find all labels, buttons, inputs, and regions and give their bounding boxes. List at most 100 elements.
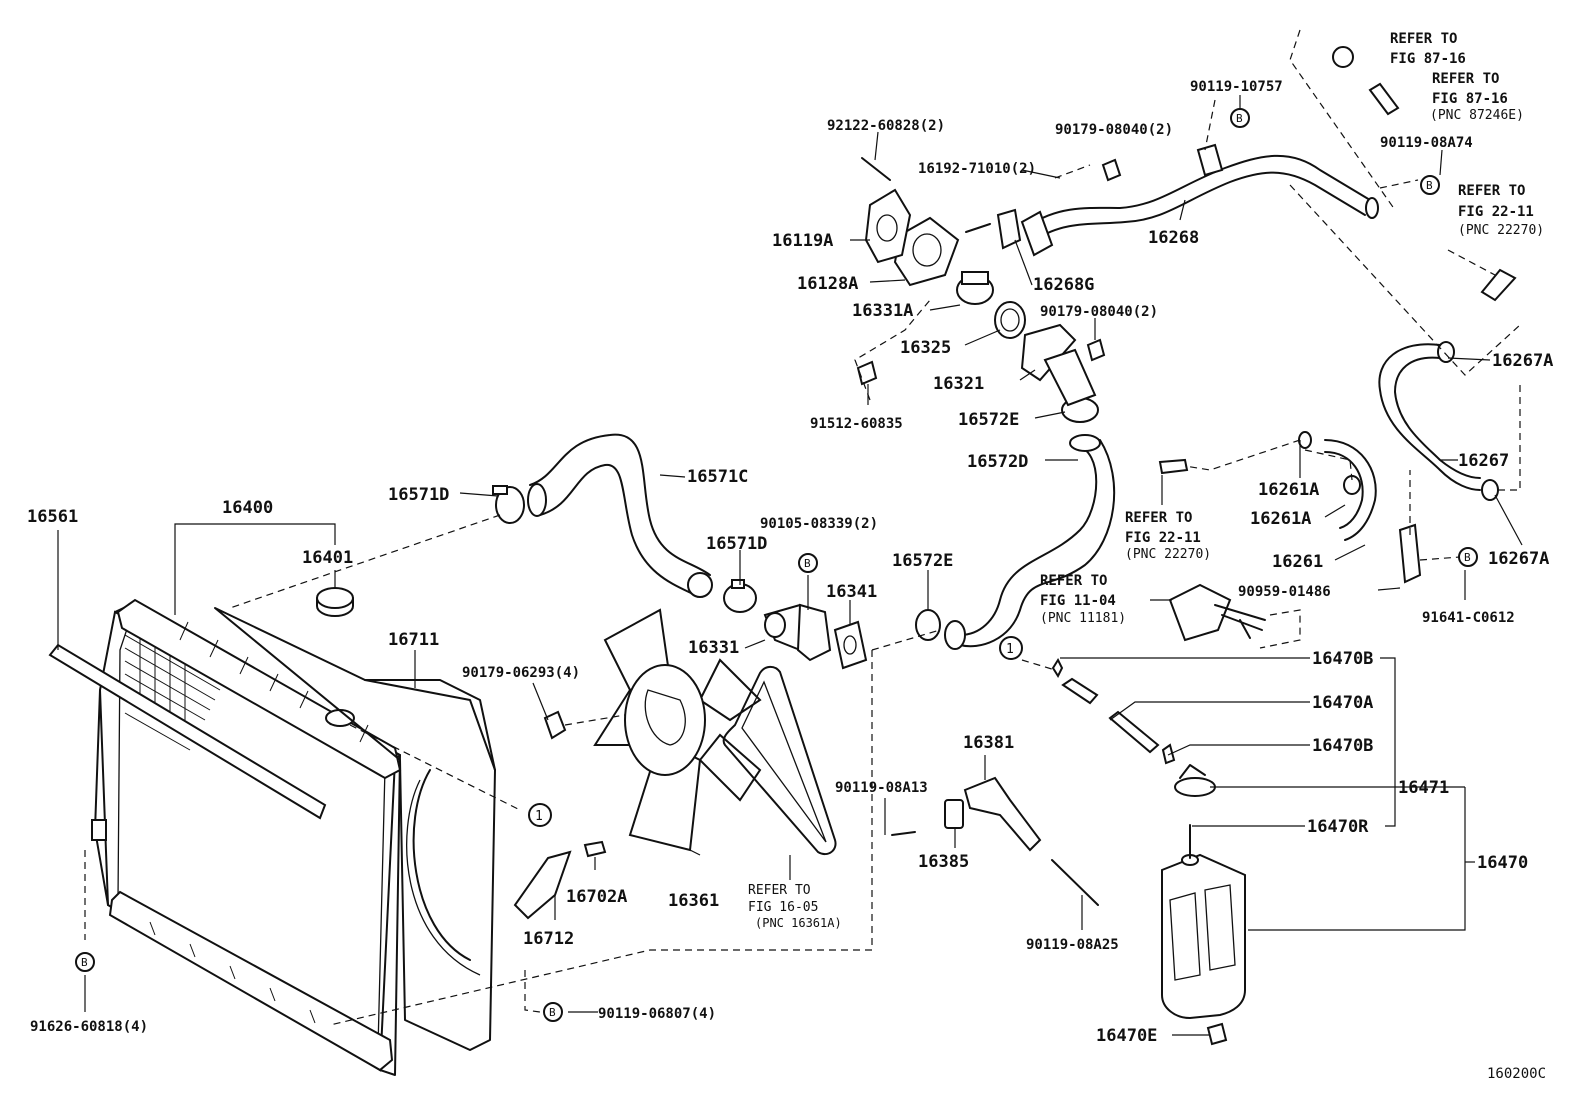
gasket-16119A	[864, 188, 912, 264]
ref-11-04-line1: REFER TO	[1040, 573, 1107, 589]
label-16401[interactable]: 16401	[302, 548, 353, 568]
label-16561[interactable]: 16561	[27, 507, 78, 527]
dashed-leaders	[84, 29, 1521, 1026]
label-16261A-a[interactable]: 16261A	[1258, 480, 1319, 500]
label-16400[interactable]: 16400	[222, 498, 273, 518]
ref-11-04-line2: FIG 11-04	[1040, 593, 1116, 609]
label-16470B-b[interactable]: 16470B	[1312, 736, 1373, 756]
ref-87-16-b-line2: FIG 87-16	[1432, 91, 1508, 107]
label-16470R[interactable]: 16470R	[1307, 817, 1369, 837]
hose-clamp-16571D-upper	[492, 485, 525, 524]
label-16325[interactable]: 16325	[900, 338, 951, 358]
label-91512-60835[interactable]: 91512-60835	[810, 416, 903, 432]
label-16361[interactable]: 16361	[668, 891, 719, 911]
svg-text:B: B	[1236, 112, 1243, 125]
bolt-90119-10757	[1204, 99, 1216, 151]
circle-mark-b-5: B	[1420, 175, 1440, 195]
label-90119-06807[interactable]: 90119-06807(4)	[598, 1006, 716, 1022]
upper-radiator-hose-16571C	[527, 433, 713, 598]
stud-92122	[861, 157, 891, 181]
label-16268[interactable]: 16268	[1148, 228, 1199, 248]
svg-text:B: B	[549, 1006, 556, 1019]
label-16128A[interactable]: 16128A	[797, 274, 858, 294]
ref-22-11-a-line3: (PNC 22270)	[1458, 223, 1544, 238]
label-16385[interactable]: 16385	[918, 852, 969, 872]
gasket-16341	[833, 620, 868, 670]
stud-16192	[965, 223, 991, 233]
bolt-91512	[856, 360, 878, 405]
water-outlet-16321	[1020, 323, 1097, 407]
circle-mark-b-1: B	[798, 553, 818, 573]
label-16712[interactable]: 16712	[523, 929, 574, 949]
label-16321[interactable]: 16321	[933, 374, 984, 394]
label-16268G[interactable]: 16268G	[1033, 275, 1094, 295]
label-90179-08040-a[interactable]: 90179-08040(2)	[1055, 122, 1173, 138]
bolt-90119-08A13	[891, 831, 916, 836]
label-16261A-b[interactable]: 16261A	[1250, 509, 1311, 529]
label-16470[interactable]: 16470	[1477, 853, 1528, 873]
bolt-90119-08A25	[1051, 859, 1099, 906]
label-16470E[interactable]: 16470E	[1096, 1026, 1157, 1046]
seal-strip-16561	[48, 530, 327, 820]
label-92122-60828[interactable]: 92122-60828(2)	[827, 118, 945, 134]
label-16711[interactable]: 16711	[388, 630, 439, 650]
label-90105-08339[interactable]: 90105-08339(2)	[760, 516, 878, 532]
label-90179-08040-b[interactable]: 90179-08040(2)	[1040, 304, 1158, 320]
radiator-cap-16401	[316, 570, 354, 617]
svg-text:B: B	[1464, 551, 1471, 564]
label-16571D-a[interactable]: 16571D	[388, 485, 449, 505]
label-91626-60818[interactable]: 91626-60818(4)	[30, 1019, 148, 1035]
label-16571D-b[interactable]: 16571D	[706, 534, 767, 554]
reservoir-tank-16470	[1161, 824, 1246, 1020]
label-16119A[interactable]: 16119A	[772, 231, 833, 251]
label-16702A[interactable]: 16702A	[566, 887, 627, 907]
label-16571C[interactable]: 16571C	[687, 467, 748, 487]
circle-mark-b-2: B	[75, 952, 95, 972]
circle-mark-b-6: B	[1458, 547, 1478, 567]
reservoir-cap-16470E	[1206, 1022, 1228, 1046]
heater-hose-16267	[1378, 268, 1517, 491]
label-90179-06293[interactable]: 90179-06293(4)	[462, 665, 580, 681]
label-16572E-a[interactable]: 16572E	[958, 410, 1019, 430]
label-90119-08A74[interactable]: 90119-08A74	[1380, 135, 1473, 151]
leader-lines	[84, 95, 1523, 1036]
nut-90179-08040-upper	[1101, 158, 1122, 182]
label-90119-08A13[interactable]: 90119-08A13	[835, 780, 928, 796]
label-16267A-a[interactable]: 16267A	[1492, 351, 1553, 371]
label-16572D[interactable]: 16572D	[967, 452, 1028, 472]
label-16267[interactable]: 16267	[1458, 451, 1509, 471]
thermostat-housing-16128A	[893, 216, 960, 287]
lower-hose-16572D	[944, 434, 1116, 650]
label-16331[interactable]: 16331	[688, 638, 739, 658]
ref-22-11-b-line2: FIG 22-11	[1125, 530, 1201, 546]
label-16471[interactable]: 16471	[1398, 778, 1449, 798]
ref-87-16-a-line1: REFER TO	[1390, 31, 1457, 47]
label-16341[interactable]: 16341	[826, 582, 877, 602]
ref-16-05-line2: FIG 16-05	[748, 900, 818, 915]
label-16261[interactable]: 16261	[1272, 552, 1323, 572]
cushion-16385	[944, 799, 964, 829]
label-16267A-b[interactable]: 16267A	[1488, 549, 1549, 569]
ref-22-11-a-line1: REFER TO	[1458, 183, 1525, 199]
label-16192-71010[interactable]: 16192-71010(2)	[918, 161, 1036, 177]
hose-clamp-16571D-lower	[723, 579, 757, 613]
label-16572E-b[interactable]: 16572E	[892, 551, 953, 571]
label-16470B-a[interactable]: 16470B	[1312, 649, 1373, 669]
label-90119-10757[interactable]: 90119-10757	[1190, 79, 1283, 95]
clip-16702A	[583, 840, 607, 858]
label-16470A[interactable]: 16470A	[1312, 693, 1373, 713]
svg-text:B: B	[804, 557, 811, 570]
radiator-assembly	[91, 598, 496, 1076]
label-90959-01486[interactable]: 90959-01486	[1238, 584, 1331, 600]
bracket-90959-01486	[1398, 523, 1422, 584]
label-91641-C0612[interactable]: 91641-C0612	[1422, 610, 1515, 626]
label-90119-08A25[interactable]: 90119-08A25	[1026, 937, 1119, 953]
svg-text:B: B	[1426, 179, 1433, 192]
reservoir-cap-16471	[1174, 764, 1216, 797]
label-16381[interactable]: 16381	[963, 733, 1014, 753]
label-16331A[interactable]: 16331A	[852, 301, 913, 321]
ref-22-11-b-line1: REFER TO	[1125, 510, 1192, 526]
ref-87-16-b-line1: REFER TO	[1432, 71, 1499, 87]
ref-11-04-line3: (PNC 11181)	[1040, 611, 1126, 626]
svg-text:B: B	[81, 956, 88, 969]
